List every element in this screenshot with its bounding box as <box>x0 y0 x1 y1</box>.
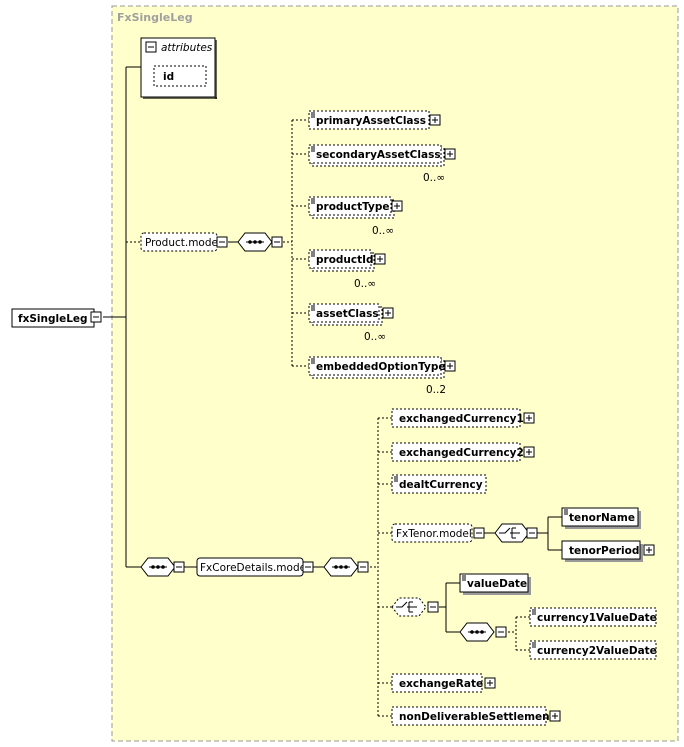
element-exchanged-currency-1-label: exchangedCurrency1 <box>399 413 524 425</box>
group-product-model[interactable]: Product.model <box>140 232 221 252</box>
expand-icon[interactable] <box>523 446 535 458</box>
element-secondary-asset-class-label: secondaryAssetClass <box>316 149 441 161</box>
element-secondary-asset-class[interactable]: secondaryAssetClass <box>308 144 445 167</box>
element-exchange-rate[interactable]: exchangeRate <box>391 673 483 693</box>
element-content-icon <box>462 575 466 581</box>
group-fx-tenor-model[interactable]: FxTenor.model <box>391 523 473 543</box>
expand-icon[interactable] <box>374 253 386 265</box>
element-exchanged-currency-2-label: exchangedCurrency2 <box>399 447 524 459</box>
group-product-model-label: Product.model <box>145 237 221 249</box>
element-currency-1-value-date[interactable]: currency1ValueDate <box>529 607 657 627</box>
root-element-label: fxSingleLeg <box>18 313 88 325</box>
element-product-type[interactable]: productType <box>308 196 395 219</box>
element-dealt-currency[interactable]: dealtCurrency <box>391 474 487 494</box>
element-primary-asset-class-label: primaryAssetClass <box>316 115 426 127</box>
collapse-icon[interactable] <box>145 41 157 53</box>
element-content-icon <box>311 112 315 118</box>
expand-icon[interactable] <box>643 544 655 556</box>
element-exchange-rate-label: exchangeRate <box>399 678 483 690</box>
dashed-connectors <box>126 119 530 717</box>
collapse-icon[interactable] <box>427 601 439 613</box>
group-fx-core-details-model-label: FxCoreDetails.model <box>200 562 309 574</box>
element-currency-2-value-date-label: currency2ValueDate <box>537 645 657 657</box>
choice-compositor-icon <box>494 523 530 543</box>
element-content-icon <box>564 509 568 515</box>
group-fx-core-details-model[interactable]: FxCoreDetails.model <box>196 557 309 577</box>
element-product-id[interactable]: productId <box>308 249 375 272</box>
expand-icon[interactable] <box>444 148 456 160</box>
collapse-icon[interactable] <box>302 561 314 573</box>
expand-icon[interactable] <box>429 114 441 126</box>
sequence-compositor-icon <box>323 557 359 577</box>
element-content-icon <box>311 251 315 257</box>
element-exchanged-currency-1[interactable]: exchangedCurrency1 <box>391 408 524 428</box>
element-exchanged-currency-2[interactable]: exchangedCurrency2 <box>391 442 524 462</box>
element-non-deliverable-settlement[interactable]: nonDeliverableSettlement <box>391 706 555 726</box>
element-content-icon <box>532 609 536 615</box>
element-value-date-label: valueDate <box>467 578 527 590</box>
group-title: FxSingleLeg <box>117 11 193 24</box>
expand-icon[interactable] <box>549 710 561 722</box>
element-content-icon <box>311 305 315 311</box>
occurrence-label: 0..2 <box>426 384 446 396</box>
solid-connectors <box>103 66 562 633</box>
collapse-icon[interactable] <box>357 561 369 573</box>
choice-compositor-icon <box>391 597 427 617</box>
occurrence-label: 0..∞ <box>364 331 386 343</box>
expand-icon[interactable] <box>523 412 535 424</box>
occurrence-label: 0..∞ <box>372 225 394 237</box>
sequence-compositor-icon <box>459 622 495 642</box>
expand-icon[interactable] <box>391 200 403 212</box>
occurrence-label: 0..∞ <box>354 278 376 290</box>
attribute-id[interactable]: id <box>153 65 207 87</box>
element-tenor-period-label: tenorPeriod <box>569 545 639 557</box>
group-fx-tenor-model-label: FxTenor.model <box>396 528 472 540</box>
element-currency-2-value-date[interactable]: currency2ValueDate <box>529 640 657 660</box>
expand-icon[interactable] <box>444 360 456 372</box>
element-content-icon <box>394 476 398 482</box>
element-tenor-period[interactable]: tenorPeriod <box>561 540 643 562</box>
element-content-icon <box>311 146 315 152</box>
element-primary-asset-class[interactable]: primaryAssetClass <box>308 110 430 130</box>
element-embedded-option-type[interactable]: embeddedOptionType <box>308 356 446 379</box>
element-content-icon <box>311 198 315 204</box>
sequence-compositor-icon <box>140 557 176 577</box>
element-asset-class[interactable]: assetClass <box>308 303 383 326</box>
sequence-compositor-icon <box>237 232 273 252</box>
element-product-type-label: productType <box>316 201 390 213</box>
element-non-deliverable-settlement-label: nonDeliverableSettlement <box>399 711 555 723</box>
element-currency-1-value-date-label: currency1ValueDate <box>537 612 657 624</box>
attribute-id-label: id <box>163 71 174 83</box>
collapse-icon[interactable] <box>495 626 507 638</box>
collapse-icon[interactable] <box>173 561 185 573</box>
element-dealt-currency-label: dealtCurrency <box>399 479 483 491</box>
element-content-icon <box>311 358 315 364</box>
element-asset-class-label: assetClass <box>316 308 379 320</box>
expand-icon[interactable] <box>484 677 496 689</box>
element-content-icon <box>532 642 536 648</box>
element-value-date[interactable]: valueDate <box>459 573 531 595</box>
collapse-icon[interactable] <box>216 236 228 248</box>
root-element-fxsingleleg[interactable]: fxSingleLeg <box>11 308 95 328</box>
collapse-icon[interactable] <box>90 311 102 323</box>
element-tenor-name[interactable]: tenorName <box>561 507 641 529</box>
collapse-icon[interactable] <box>271 236 283 248</box>
collapse-icon[interactable] <box>473 527 485 539</box>
element-product-id-label: productId <box>316 254 374 266</box>
element-embedded-option-type-label: embeddedOptionType <box>316 361 446 373</box>
collapse-icon[interactable] <box>526 527 538 539</box>
attributes-title: attributes <box>161 42 213 54</box>
expand-icon[interactable] <box>382 307 394 319</box>
element-tenor-name-label: tenorName <box>569 512 635 524</box>
occurrence-label: 0..∞ <box>423 172 445 184</box>
